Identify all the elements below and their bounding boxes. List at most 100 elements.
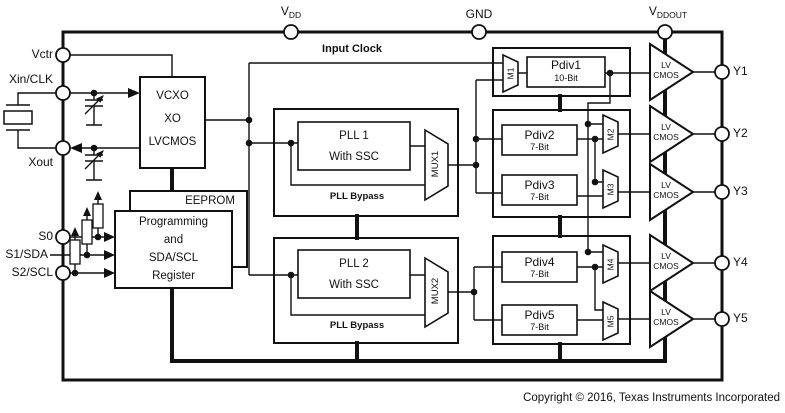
buffer1-cmos: CMOS	[653, 70, 679, 80]
buffer-out-wires	[693, 71, 715, 320]
programming-line1: Programming	[138, 216, 209, 228]
m4-label: M4	[605, 258, 616, 271]
vctr-label: Vctr	[31, 47, 53, 61]
pdiv1-name: Pdiv1	[550, 58, 582, 72]
buffer4-lv: LV	[661, 251, 671, 261]
s2-arrow	[104, 268, 115, 278]
xout-label: Xout	[28, 155, 53, 169]
pll2-bypass-label: PLL Bypass	[329, 320, 385, 331]
varactor2-arrow	[96, 150, 104, 158]
programming-line4: Register	[152, 270, 195, 282]
buffer5-lv: LV	[661, 307, 671, 317]
crystal-body	[3, 110, 33, 125]
inner-blocks	[297, 53, 619, 342]
pdiv23-container	[492, 109, 631, 218]
mux1-shape	[424, 128, 449, 202]
buffer-y4	[649, 233, 695, 293]
vcxo-block	[139, 76, 206, 169]
pll1-line2: With SSC	[329, 151, 379, 163]
s0-label: S0	[38, 229, 53, 243]
mux1-label: MUX1	[430, 150, 442, 178]
pll2-wires	[290, 274, 474, 316]
pin-s2	[55, 265, 71, 281]
buffer1-lv: LV	[661, 60, 671, 70]
pll2-line2: With SSC	[329, 279, 379, 291]
vddout-sub: DDOUT	[656, 10, 688, 20]
pll1-container	[273, 108, 459, 217]
m5-label: M5	[605, 315, 616, 328]
input-clock-label: Input Clock	[322, 43, 382, 55]
buffer-y3	[649, 162, 695, 222]
buffer-y1	[649, 42, 695, 102]
chip-outline	[61, 30, 724, 382]
crystal-wires	[6, 92, 56, 149]
resistor-s0-arrow	[94, 191, 102, 200]
programming-line3: SDA/SCL	[148, 252, 199, 264]
pin-xin	[55, 85, 71, 101]
pin-y2	[714, 126, 730, 142]
programming-line2: and	[163, 234, 184, 246]
buffer2-cmos: CMOS	[653, 132, 679, 142]
m4-m5-wires	[577, 251, 650, 321]
buffer3-lv: LV	[661, 180, 671, 190]
arrowheads	[70, 88, 140, 278]
vdd-label: VDD	[266, 5, 316, 20]
s0-arrow	[104, 232, 115, 242]
buffer2-lv: LV	[661, 122, 671, 132]
mux2-shape	[424, 256, 449, 329]
eeprom-label: EEPROM	[185, 195, 235, 207]
vddout-label: VDDOUT	[630, 5, 706, 20]
y4-label: Y4	[733, 255, 748, 269]
pdiv5-bits: 7-Bit	[530, 322, 549, 332]
pdiv2-bits: 7-Bit	[530, 142, 549, 152]
vdd-sub: DD	[288, 10, 302, 20]
y1-label: Y1	[733, 64, 748, 78]
y5-label: Y5	[733, 311, 748, 325]
pdiv4-block	[501, 251, 578, 283]
output-buffers	[649, 42, 695, 349]
m2-shape	[602, 113, 619, 155]
containers	[273, 47, 631, 345]
buffer3-cmos: CMOS	[653, 190, 679, 200]
pdiv5-name: Pdiv5	[524, 308, 555, 322]
programming-block	[114, 210, 233, 289]
resistor-s1-arrow	[83, 207, 91, 216]
pdiv2-name: Pdiv2	[524, 128, 555, 142]
m2-label: M2	[605, 128, 616, 141]
pin-circles	[55, 24, 730, 327]
gnd-label: GND	[465, 7, 493, 21]
m3-shape	[602, 168, 619, 210]
vcxo-line3: LVCMOS	[148, 136, 197, 148]
mux2-label: MUX2	[430, 277, 442, 305]
varactor1-arrow	[96, 95, 104, 103]
pin-y3	[714, 184, 730, 200]
xin-clk-label: Xin/CLK	[8, 72, 53, 86]
pin-gnd	[471, 24, 487, 40]
pin-s0	[55, 229, 71, 245]
pll2-line1: PLL 2	[339, 258, 369, 270]
xin-arrow	[128, 88, 140, 98]
pll2-container	[273, 237, 459, 344]
pin-vdd	[283, 24, 299, 40]
wires	[6, 54, 715, 321]
pdiv1-container	[492, 47, 631, 97]
s1-sda-label: S1/SDA	[5, 247, 48, 261]
input-clock-bus	[248, 62, 503, 276]
junction-dots	[71, 69, 614, 296]
y3-label: Y3	[733, 184, 748, 198]
m2-m3-out	[618, 133, 650, 193]
mux2-out-bus	[473, 266, 502, 321]
resistor-s0	[92, 203, 104, 229]
vctr-wire	[63, 54, 173, 77]
y2-label: Y2	[733, 126, 748, 140]
m5-shape	[602, 300, 619, 342]
pll1-line1: PLL 1	[339, 130, 369, 142]
pdiv3-block	[501, 174, 578, 206]
m1-label: M1	[505, 67, 516, 80]
pdiv3-name: Pdiv3	[524, 178, 555, 192]
pdiv4-name: Pdiv4	[524, 255, 555, 269]
pin-y4	[714, 255, 730, 271]
pll1-wires	[290, 143, 476, 186]
